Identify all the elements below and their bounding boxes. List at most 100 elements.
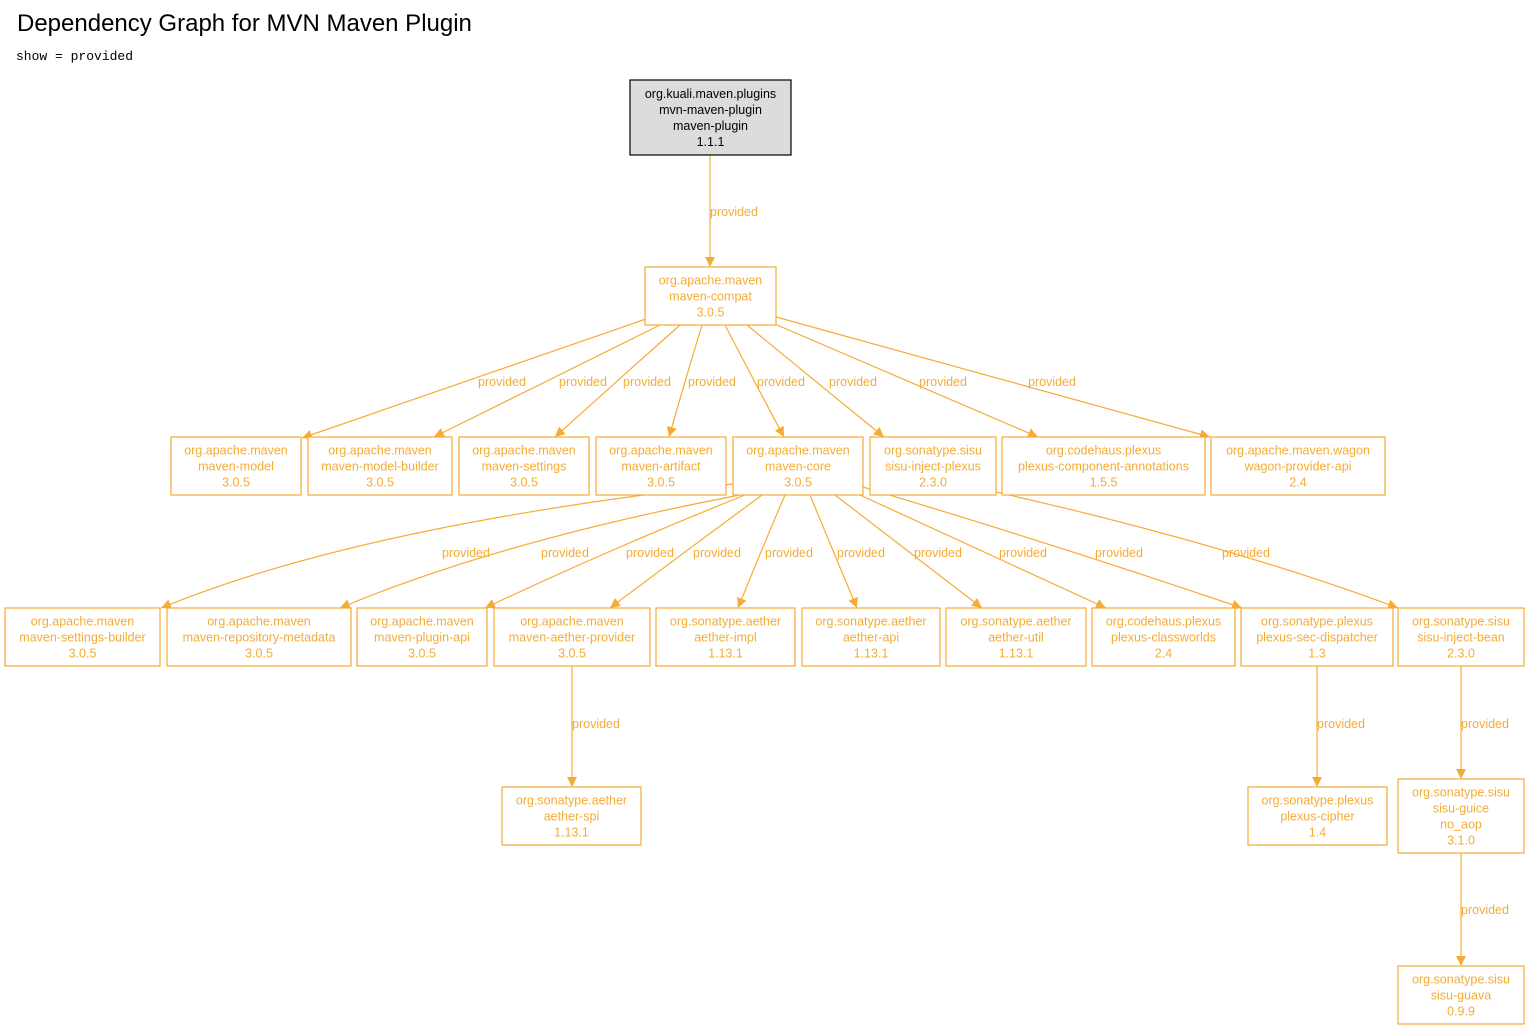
edge-label: provided [914, 546, 962, 560]
edge-label: provided [626, 546, 674, 560]
node-label-line: maven-settings-builder [19, 631, 145, 645]
edge-label: provided [829, 375, 877, 389]
edge-label: provided [478, 375, 526, 389]
edge-label: provided [765, 546, 813, 560]
node-label-line: org.sonatype.aether [960, 615, 1071, 629]
node-label-line: maven-repository-metadata [183, 631, 336, 645]
node-label-line: 3.0.5 [558, 647, 586, 661]
node-box [655, 607, 796, 667]
node-label-line: aether-util [988, 631, 1044, 645]
node-label-line: org.apache.maven [207, 615, 311, 629]
node-box [595, 436, 727, 496]
node-secdispatcher: org.sonatype.plexusplexus-sec-dispatcher… [1240, 607, 1394, 667]
node-label-line: maven-model-builder [321, 460, 438, 474]
node-label-line: 1.13.1 [554, 826, 589, 840]
node-label-line: org.sonatype.aether [516, 794, 627, 808]
node-label-line: org.apache.maven [609, 444, 713, 458]
node-box [1210, 436, 1386, 496]
node-label-line: org.codehaus.plexus [1046, 444, 1161, 458]
node-box [869, 436, 997, 496]
node-aetherprovider: org.apache.mavenmaven-aether-provider3.0… [493, 607, 651, 667]
edge-label: provided [1222, 546, 1270, 560]
node-label-line: org.apache.maven [328, 444, 432, 458]
edge-label: provided [919, 375, 967, 389]
node-label-line: org.apache.maven [659, 274, 763, 288]
node-label-line: maven-plugin [673, 119, 748, 133]
node-box [4, 607, 161, 667]
node-label-line: aether-api [843, 631, 899, 645]
edge-core-to-aetherimpl [737, 494, 786, 609]
node-box [501, 786, 642, 846]
edge-label: provided [710, 205, 758, 219]
page-title: Dependency Graph for MVN Maven Plugin [17, 10, 472, 37]
node-label-line: 1.3 [1308, 647, 1325, 661]
node-label-line: sisu-inject-bean [1417, 631, 1505, 645]
node-box [170, 436, 302, 496]
node-label-line: org.apache.maven [472, 444, 576, 458]
node-label-line: 1.1.1 [697, 135, 725, 149]
node-injectbean: org.sonatype.sisu sisu-inject-bean 2.3.0 [1397, 607, 1525, 667]
node-label-line: aether-spi [544, 810, 600, 824]
node-label-line: maven-compat [669, 290, 752, 304]
node-pluginapi: org.apache.maven maven-plugin-api 3.0.5 [356, 607, 488, 667]
node-box [356, 607, 488, 667]
node-label-line: 3.1.0 [1447, 834, 1475, 848]
edge-compat-to-injectplexus [746, 324, 885, 438]
node-label-line: org.sonatype.sisu [1412, 786, 1510, 800]
edge-label: provided [999, 546, 1047, 560]
node-label-line: 1.13.1 [708, 647, 743, 661]
edge-core-to-secdispatcher [862, 486, 1243, 610]
node-label-line: org.codehaus.plexus [1106, 615, 1221, 629]
node-label-line: org.apache.maven [746, 444, 850, 458]
edge-core-to-classworlds [859, 494, 1107, 609]
node-box [1397, 965, 1525, 1025]
edge-label: provided [442, 546, 490, 560]
edge-compat-to-core [724, 324, 785, 438]
edge-compat-to-artifact [666, 324, 703, 438]
node-label-line: org.sonatype.sisu [884, 444, 982, 458]
edge-label: provided [541, 546, 589, 560]
node-label-line: org.sonatype.plexus [1261, 615, 1373, 629]
node-label-line: 1.5.5 [1090, 476, 1118, 490]
edge-label: provided [757, 375, 805, 389]
node-label-line: org.apache.maven [520, 615, 624, 629]
node-label-line: 3.0.5 [222, 476, 250, 490]
node-label-line: 3.0.5 [697, 306, 725, 320]
node-label-line: 1.13.1 [854, 647, 889, 661]
node-repometa: org.apache.maven maven-repository-metadat… [166, 607, 352, 667]
node-box [644, 266, 777, 326]
node-label-line: 3.0.5 [245, 647, 273, 661]
node-box [458, 436, 590, 496]
edge-compat-to-model [301, 318, 647, 440]
node-label-line: aether-impl [694, 631, 757, 645]
node-aetherapi: org.sonatype.aether aether-api 1.13.1 [801, 607, 941, 667]
edge-label: provided [1461, 903, 1509, 917]
node-box [801, 607, 941, 667]
node-label-line: org.apache.maven [370, 615, 474, 629]
node-label-line: 2.3.0 [1447, 647, 1475, 661]
node-label-line: org.sonatype.sisu [1412, 973, 1510, 987]
node-label-line: 3.0.5 [408, 647, 436, 661]
node-label-line: 3.0.5 [366, 476, 394, 490]
node-label-line: org.apache.maven [184, 444, 288, 458]
node-label-line: org.kuali.maven.plugins [645, 87, 776, 101]
node-label-line: org.sonatype.aether [815, 615, 926, 629]
node-label-line: org.sonatype.sisu [1412, 615, 1510, 629]
node-label-line: 0.9.9 [1447, 1005, 1475, 1019]
node-box [1240, 607, 1394, 667]
node-box [732, 436, 864, 496]
node-aetherspi: org.sonatype.aether aether-spi 1.13.1 [501, 786, 642, 846]
node-label-line: maven-plugin-api [374, 631, 470, 645]
node-label-line: org.sonatype.aether [670, 615, 781, 629]
node-box [166, 607, 352, 667]
node-box [1247, 786, 1388, 846]
node-box [1397, 778, 1525, 854]
node-label-line: org.apache.maven.wagon [1226, 444, 1370, 458]
edge-label: provided [837, 546, 885, 560]
node-aetherimpl: org.sonatype.aether aether-impl 1.13.1 [655, 607, 796, 667]
edge-core-to-aetherprovider [609, 494, 763, 609]
